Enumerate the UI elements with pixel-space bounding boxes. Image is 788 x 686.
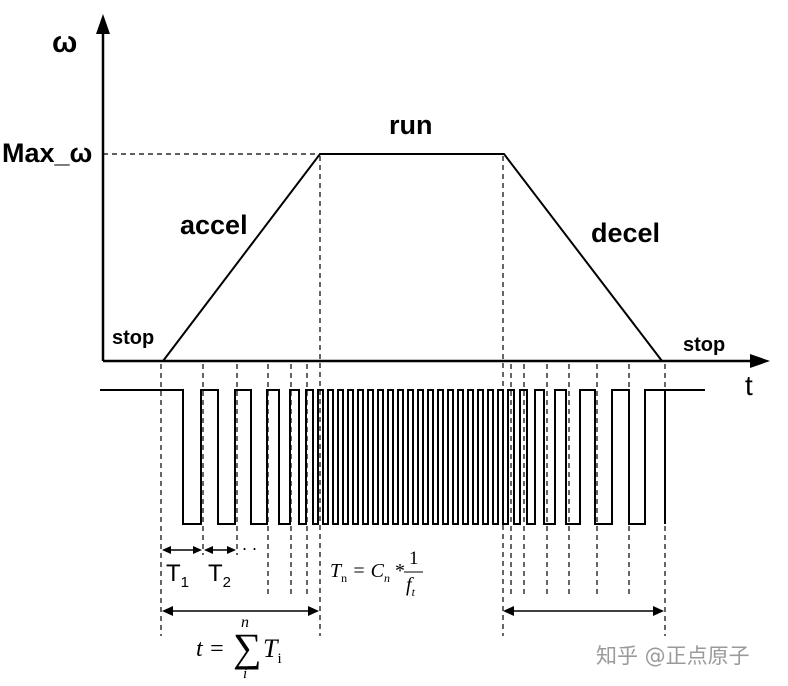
speed-profile	[162, 153, 663, 362]
formula-frac-den: ft	[406, 574, 415, 599]
accel-label: accel	[180, 210, 248, 240]
t2-label: T2	[208, 560, 232, 591]
watermark: 知乎 @正点原子	[596, 644, 750, 668]
formula-frac-num: 1	[409, 548, 419, 569]
run-label: run	[389, 110, 433, 140]
sum-sigma: ∑	[233, 625, 262, 670]
x-axis-label: t	[745, 370, 753, 401]
sum-bottom: i	[243, 666, 248, 682]
sum-lhs: t =	[196, 636, 225, 662]
axes	[101, 28, 755, 363]
sum-term: Ti	[263, 634, 282, 668]
formula-tn: Tn = Cn *	[330, 560, 405, 585]
sum-top: n	[241, 614, 249, 631]
ellipsis: . .	[242, 534, 258, 554]
y-axis-arrowhead	[96, 14, 110, 34]
pulse-train	[100, 389, 705, 525]
stop-left-label: stop	[112, 327, 155, 349]
decel-label: decel	[591, 218, 661, 248]
y-axis-label: ω	[52, 26, 78, 59]
max-label: Max_ω	[2, 138, 93, 168]
stop-right-label: stop	[683, 334, 726, 356]
t1-label: T1	[166, 560, 190, 591]
x-axis-arrowhead	[750, 354, 770, 368]
